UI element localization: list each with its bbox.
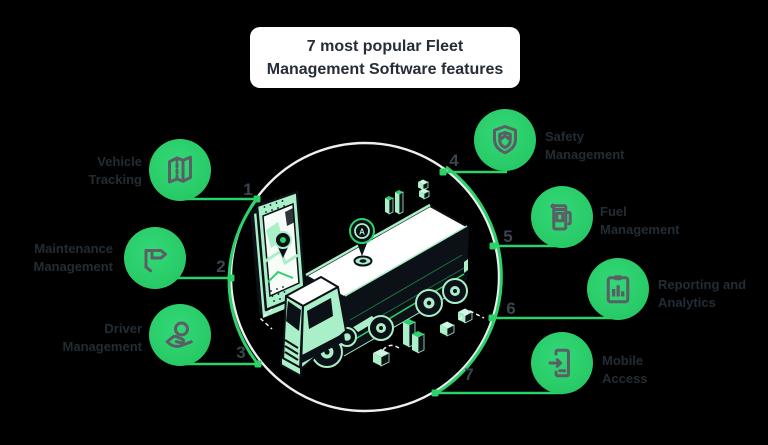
mini-cubes-top — [418, 179, 430, 200]
feature-label-driver-management: Driver Management — [62, 321, 142, 354]
location-pin: A — [349, 218, 375, 267]
feature-label-mobile-access: Mobile Access — [602, 353, 648, 386]
phone-map-pin — [274, 231, 292, 258]
pin-letter: A — [359, 228, 365, 237]
feature-number-1: 1 — [243, 180, 253, 199]
clipboard-chart-icon — [606, 275, 630, 304]
feature-ring — [158, 141, 620, 413]
feature-label-safety-management: Safety Management — [545, 129, 625, 162]
fuel-pump-icon — [550, 203, 572, 231]
feature-number-2: 2 — [216, 257, 226, 276]
feature-number-7: 7 — [464, 365, 474, 384]
feature-label-fuel-management: Fuel Management — [600, 204, 680, 237]
dashed-route-lines — [259, 308, 485, 351]
ring-junction-dots — [227, 168, 497, 397]
feature-label-maintenance-management: Maintenance Management — [33, 241, 113, 274]
mini-cubes-bottom — [373, 308, 473, 367]
feature-number-3: 3 — [236, 343, 246, 362]
phone-dot-grid — [262, 195, 287, 302]
feature-number-4: 4 — [449, 151, 459, 170]
feature-number-6: 6 — [506, 299, 516, 318]
truck-illustration: A — [280, 203, 470, 377]
shield-icon — [493, 125, 517, 155]
feature-number-5: 5 — [503, 227, 513, 246]
feature-bubble-safety-management — [474, 109, 536, 171]
wrench-icon — [144, 249, 167, 273]
phone-illustration — [250, 190, 307, 318]
mini-bar-chart — [385, 190, 404, 215]
truck-cab — [280, 276, 347, 377]
feature-bubble-mobile-access — [531, 332, 593, 394]
smartphone-icon — [548, 348, 570, 378]
feature-label-reporting-analytics: Reporting and Analytics — [658, 277, 747, 310]
page-title: 7 most popular Fleet Management Software… — [266, 37, 504, 78]
feature-bubble-fuel-management — [531, 186, 593, 248]
hand-steering-wheel-icon — [165, 321, 193, 348]
feature-bubble-maintenance-management — [124, 227, 186, 289]
title-card: 7 most popular Fleet Management Software… — [250, 27, 520, 88]
map-icon — [168, 155, 192, 184]
feature-bubble-reporting-analytics — [587, 258, 649, 320]
feature-bubble-vehicle-tracking — [149, 139, 211, 201]
feature-label-vehicle-tracking: Vehicle Tracking — [88, 154, 142, 187]
feature-bubble-driver-management — [149, 304, 211, 366]
